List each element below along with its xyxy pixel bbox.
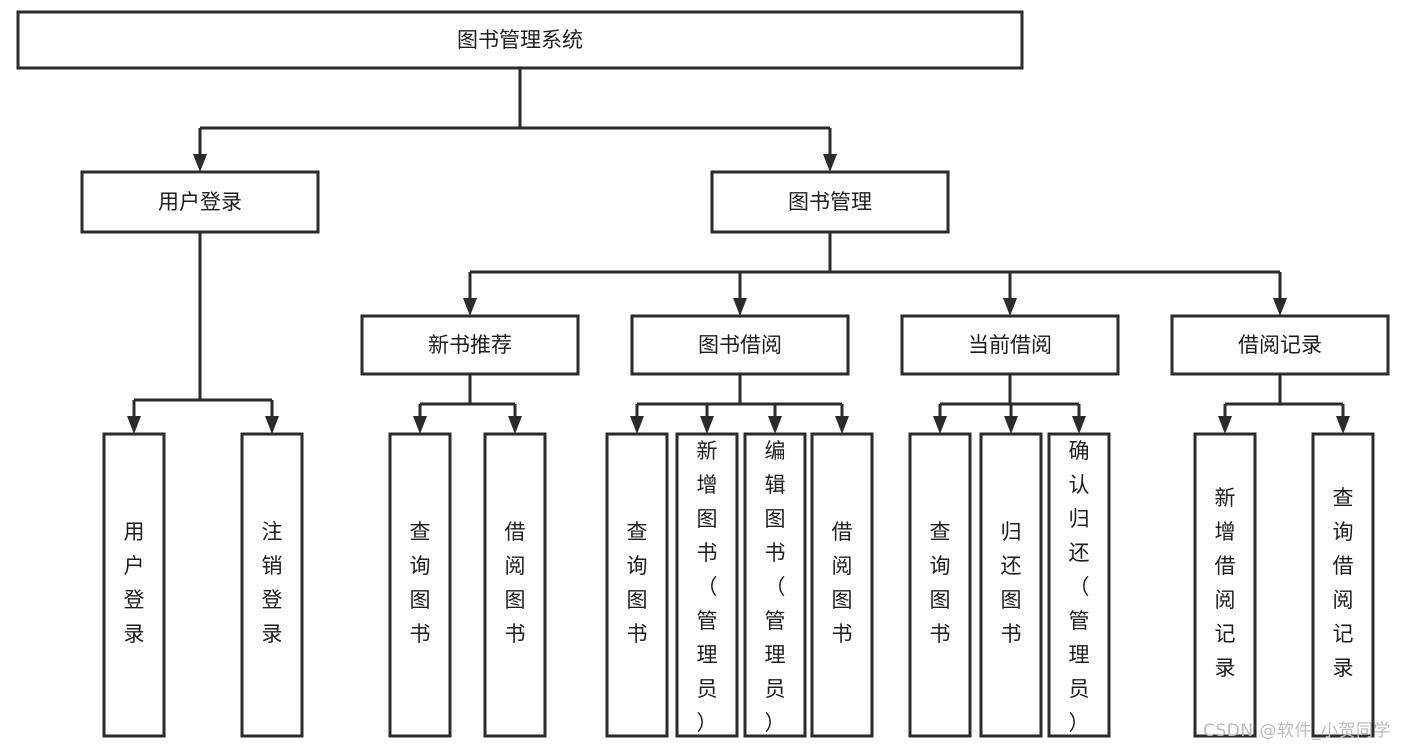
node-leaf-borrow-book-2[interactable]: 借阅图书 [810, 432, 874, 738]
node-box[interactable] [675, 432, 739, 738]
arrow-head-icon [823, 154, 837, 172]
node-box[interactable] [630, 314, 850, 376]
node-label: 确认归还（管理员） [1069, 439, 1090, 735]
node-leaf-logout[interactable]: 注销登录 [240, 432, 304, 738]
node-box[interactable] [483, 432, 547, 738]
node-box[interactable] [360, 314, 580, 376]
arrow-head-icon [733, 298, 747, 316]
arrow-head-icon [127, 416, 141, 434]
node-box[interactable] [605, 432, 669, 738]
node-box[interactable] [388, 432, 452, 738]
arrow-head-icon [700, 416, 714, 434]
node-borrow-record[interactable]: 借阅记录 [1170, 314, 1390, 376]
node-layer: 图书管理系统用户登录图书管理新书推荐图书借阅当前借阅借阅记录用户登录注销登录查询… [16, 10, 1390, 738]
node-label: 查询借阅记录 [1333, 486, 1354, 680]
node-label: 查询图书 [930, 520, 951, 646]
node-root[interactable]: 图书管理系统 [16, 10, 1024, 70]
watermark: CSDN @软件_小贺同学 [1203, 721, 1391, 741]
connector-group-root [193, 68, 837, 172]
node-box[interactable] [240, 432, 304, 738]
arrow-head-icon [463, 298, 477, 316]
connector-group-book-borrow [630, 374, 849, 434]
arrow-head-icon [630, 416, 644, 434]
node-leaf-return-book[interactable]: 归还图书 [979, 432, 1043, 738]
node-leaf-query-book-1[interactable]: 查询图书 [388, 432, 452, 738]
arrow-head-icon [835, 416, 849, 434]
node-box[interactable] [979, 432, 1043, 738]
node-new-book-recommend[interactable]: 新书推荐 [360, 314, 580, 376]
node-leaf-add-record[interactable]: 新增借阅记录 [1193, 432, 1257, 738]
arrow-head-icon [413, 416, 427, 434]
node-label: 编辑图书（管理员） [765, 439, 786, 735]
node-leaf-query-record[interactable]: 查询借阅记录 [1311, 432, 1375, 738]
node-leaf-user-login[interactable]: 用户登录 [102, 432, 166, 738]
node-label: 用户登录 [158, 190, 242, 214]
connector-group-borrow-record [1218, 374, 1350, 434]
arrow-head-icon [1004, 416, 1018, 434]
node-leaf-edit-book-admin[interactable]: 编辑图书（管理员） [743, 432, 807, 738]
node-label: 新增图书（管理员） [697, 439, 718, 735]
node-box[interactable] [900, 314, 1120, 376]
node-leaf-borrow-book-1[interactable]: 借阅图书 [483, 432, 547, 738]
node-label: 查询图书 [410, 520, 431, 646]
node-label: 图书管理 [788, 190, 872, 214]
node-box[interactable] [1311, 432, 1375, 738]
node-box[interactable] [908, 432, 972, 738]
node-box[interactable] [743, 432, 807, 738]
node-label: 借阅记录 [1238, 333, 1322, 357]
node-label: 新增借阅记录 [1215, 486, 1236, 680]
connector-layer [127, 68, 1350, 434]
connector-group-current-borrow [933, 374, 1086, 434]
node-book-borrow[interactable]: 图书借阅 [630, 314, 850, 376]
node-label: 查询图书 [627, 520, 648, 646]
arrow-head-icon [933, 416, 947, 434]
node-box[interactable] [102, 432, 166, 738]
connector-group-user-login [127, 232, 279, 434]
arrow-head-icon [1218, 416, 1232, 434]
node-label: 借阅图书 [832, 520, 853, 646]
node-label: 用户登录 [124, 520, 145, 646]
arrow-head-icon [193, 154, 207, 172]
node-box[interactable] [710, 170, 950, 234]
node-leaf-confirm-return[interactable]: 确认归还（管理员） [1047, 432, 1111, 738]
arrow-head-icon [1072, 416, 1086, 434]
node-box[interactable] [1170, 314, 1390, 376]
arrow-head-icon [508, 416, 522, 434]
node-current-borrow[interactable]: 当前借阅 [900, 314, 1120, 376]
node-label: 图书借阅 [698, 333, 782, 357]
node-book-management[interactable]: 图书管理 [710, 170, 950, 234]
node-user-login[interactable]: 用户登录 [80, 170, 320, 234]
arrow-head-icon [768, 416, 782, 434]
arrow-head-icon [1273, 298, 1287, 316]
node-leaf-query-book-2[interactable]: 查询图书 [605, 432, 669, 738]
node-label: 当前借阅 [968, 333, 1052, 357]
node-box[interactable] [1193, 432, 1257, 738]
node-box[interactable] [1047, 432, 1111, 738]
arrow-head-icon [1003, 298, 1017, 316]
arrow-head-icon [1336, 416, 1350, 434]
node-label: 注销登录 [262, 520, 283, 646]
node-box[interactable] [810, 432, 874, 738]
node-label: 借阅图书 [505, 520, 526, 646]
node-box[interactable] [80, 170, 320, 234]
node-label: 图书管理系统 [457, 28, 583, 52]
node-box[interactable] [16, 10, 1024, 70]
arrow-head-icon [265, 416, 279, 434]
node-leaf-add-book-admin[interactable]: 新增图书（管理员） [675, 432, 739, 738]
node-label: 归还图书 [1001, 520, 1022, 646]
connector-group-new-book-recommend [413, 374, 522, 434]
connector-group-book-management [463, 232, 1287, 316]
node-leaf-query-book-3[interactable]: 查询图书 [908, 432, 972, 738]
node-label: 新书推荐 [428, 333, 512, 357]
